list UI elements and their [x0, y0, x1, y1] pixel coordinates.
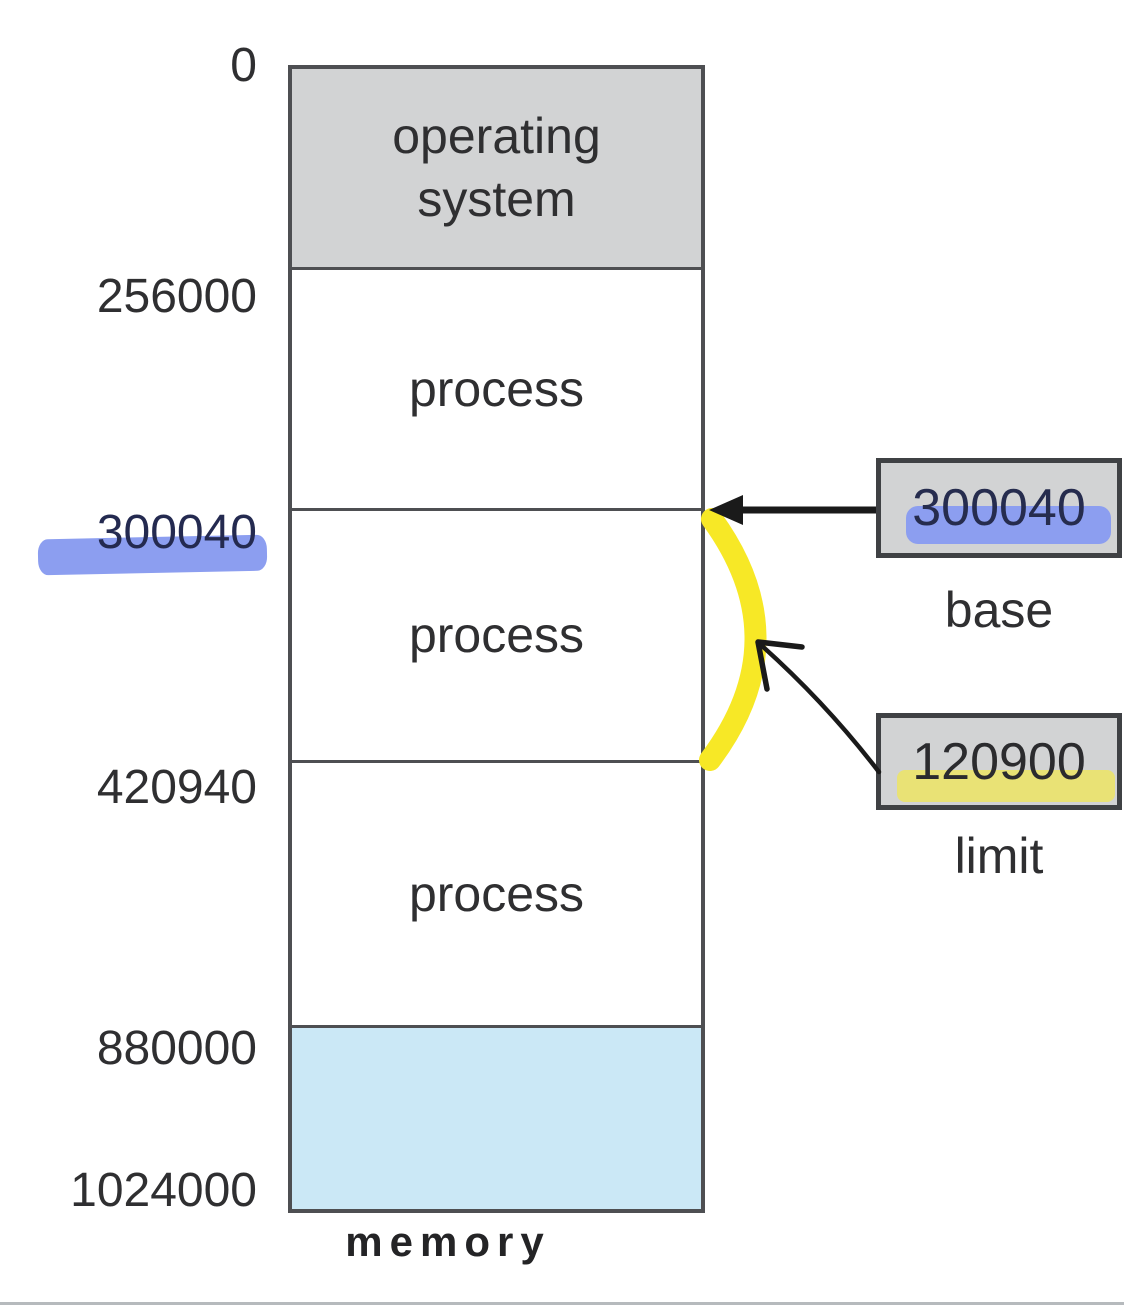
base-arrow: [709, 495, 876, 525]
section-label: process: [408, 607, 585, 663]
base-register-box: 300040: [876, 458, 1122, 558]
base-register-label: base: [944, 582, 1054, 638]
address-label-0: 0: [230, 39, 257, 92]
section-label: process: [408, 865, 585, 922]
memory-column: operating system process process process: [288, 65, 705, 1213]
page-bottom-divider: [0, 1302, 1124, 1305]
address-label-880000: 880000: [96, 1022, 257, 1075]
section-process-3: process: [292, 760, 701, 1025]
address-label-1024000: 1024000: [70, 1164, 257, 1217]
limit-arrow: [755, 639, 882, 775]
memory-caption: memory: [345, 1218, 551, 1265]
section-process-1: process: [292, 267, 701, 508]
address-label-256000: 256000: [96, 270, 257, 323]
limit-register-box: 120900: [876, 713, 1122, 810]
limit-register-value: 120900: [912, 732, 1086, 791]
section-process-2: process: [292, 508, 701, 760]
section-free-memory: [292, 1025, 701, 1209]
base-register-value: 300040: [912, 479, 1086, 537]
address-label-300040: 300040: [96, 506, 257, 559]
section-label: process: [408, 360, 585, 417]
segment-brace: [699, 508, 767, 771]
yellow-highlighter-stroke: [897, 770, 1115, 802]
section-operating-system: operating system: [292, 69, 701, 267]
section-label: operating system: [392, 108, 601, 227]
address-label-420940: 420940: [96, 761, 257, 814]
blue-highlighter-stroke: [906, 506, 1111, 544]
limit-register-label: limit: [954, 828, 1044, 884]
